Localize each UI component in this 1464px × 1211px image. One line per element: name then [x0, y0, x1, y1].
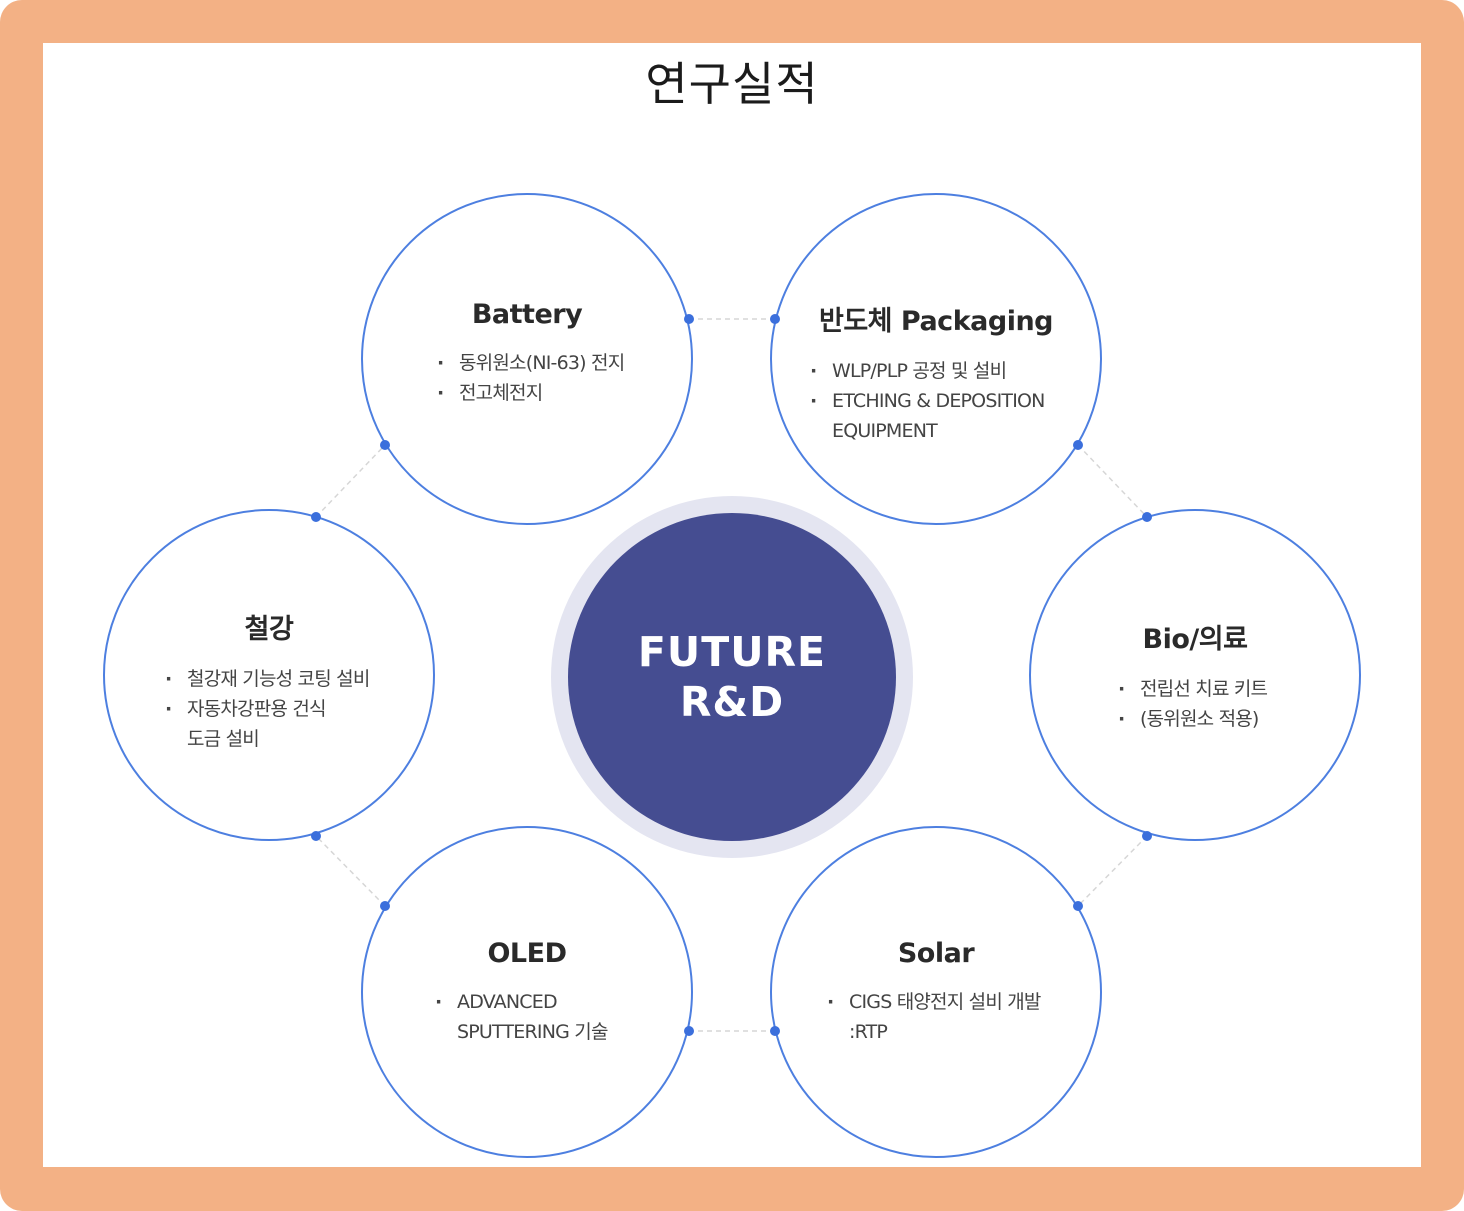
node-title: Battery	[471, 299, 583, 330]
list-item: 도금 설비	[187, 728, 260, 750]
node-title: 철강	[244, 614, 294, 645]
connector-oled-steel	[315, 835, 386, 907]
list-item: SPUTTERING 기술	[457, 1021, 608, 1043]
list-item: 전고체전지	[437, 378, 624, 408]
node-title: OLED	[487, 938, 567, 969]
connector-dot	[1073, 901, 1083, 911]
center-label-line2: R&D	[679, 678, 785, 726]
node-list: WLP/PLP 공정 및 설비 ETCHING & DEPOSITION EQU…	[810, 356, 1045, 446]
center-label-line1: FUTURE	[637, 628, 827, 676]
connector-dot	[380, 440, 390, 450]
list-item: WLP/PLP 공정 및 설비	[810, 356, 1045, 386]
list-item: ADVANCED	[435, 987, 608, 1017]
connector-dot	[1142, 831, 1152, 841]
page-title: 연구실적	[645, 57, 819, 111]
connector-dot	[1142, 512, 1152, 522]
connector-bio-solar	[1077, 835, 1148, 907]
node-bio-medical: Bio/의료 전립선 치료 키트 (동위원소 적용)	[1029, 509, 1361, 841]
node-semiconductor-packaging: 반도체 Packaging WLP/PLP 공정 및 설비 ETCHING & …	[770, 193, 1102, 525]
connector-steel-battery	[315, 444, 386, 518]
node-list: 철강재 기능성 코팅 설비 자동차강판용 건식 도금 설비	[165, 664, 370, 754]
connector-dot	[311, 512, 321, 522]
node-list: CIGS 태양전지 설비 개발 :RTP	[827, 987, 1041, 1047]
node-oled: OLED ADVANCED SPUTTERING 기술	[361, 826, 693, 1158]
list-item: EQUIPMENT	[832, 420, 938, 442]
list-item: 철강재 기능성 코팅 설비	[165, 664, 370, 694]
list-item: :RTP	[849, 1021, 888, 1043]
node-title: 반도체 Packaging	[818, 306, 1054, 337]
list-item: (동위원소 적용)	[1118, 704, 1267, 734]
list-item: 전립선 치료 키트	[1118, 674, 1268, 704]
connector-dot	[311, 831, 321, 841]
node-title: Bio/의료	[1142, 624, 1248, 655]
node-steel: 철강 철강재 기능성 코팅 설비 자동차강판용 건식 도금 설비	[103, 509, 435, 841]
connector-dot	[684, 1026, 694, 1036]
node-list: 동위원소(NI-63) 전지 전고체전지	[437, 348, 625, 408]
node-battery: Battery 동위원소(NI-63) 전지 전고체전지	[361, 193, 693, 525]
connector-dot	[770, 1026, 780, 1036]
connector-dot	[770, 314, 780, 324]
list-item: CIGS 태양전지 설비 개발	[827, 987, 1041, 1017]
list-item: 자동차강판용 건식	[165, 694, 370, 724]
node-title: Solar	[897, 938, 975, 969]
connector-dot	[380, 901, 390, 911]
list-item: 동위원소(NI-63) 전지	[437, 348, 625, 378]
connector-dot	[684, 314, 694, 324]
node-list: ADVANCED SPUTTERING 기술	[435, 987, 608, 1047]
connector-dot	[1073, 440, 1083, 450]
node-solar: Solar CIGS 태양전지 설비 개발 :RTP	[770, 826, 1102, 1158]
connector-packaging-bio	[1077, 444, 1148, 518]
center-hub: FUTURE R&D	[568, 513, 896, 841]
node-list: 전립선 치료 키트 (동위원소 적용)	[1118, 674, 1268, 734]
list-item: ETCHING & DEPOSITION	[810, 386, 1045, 416]
